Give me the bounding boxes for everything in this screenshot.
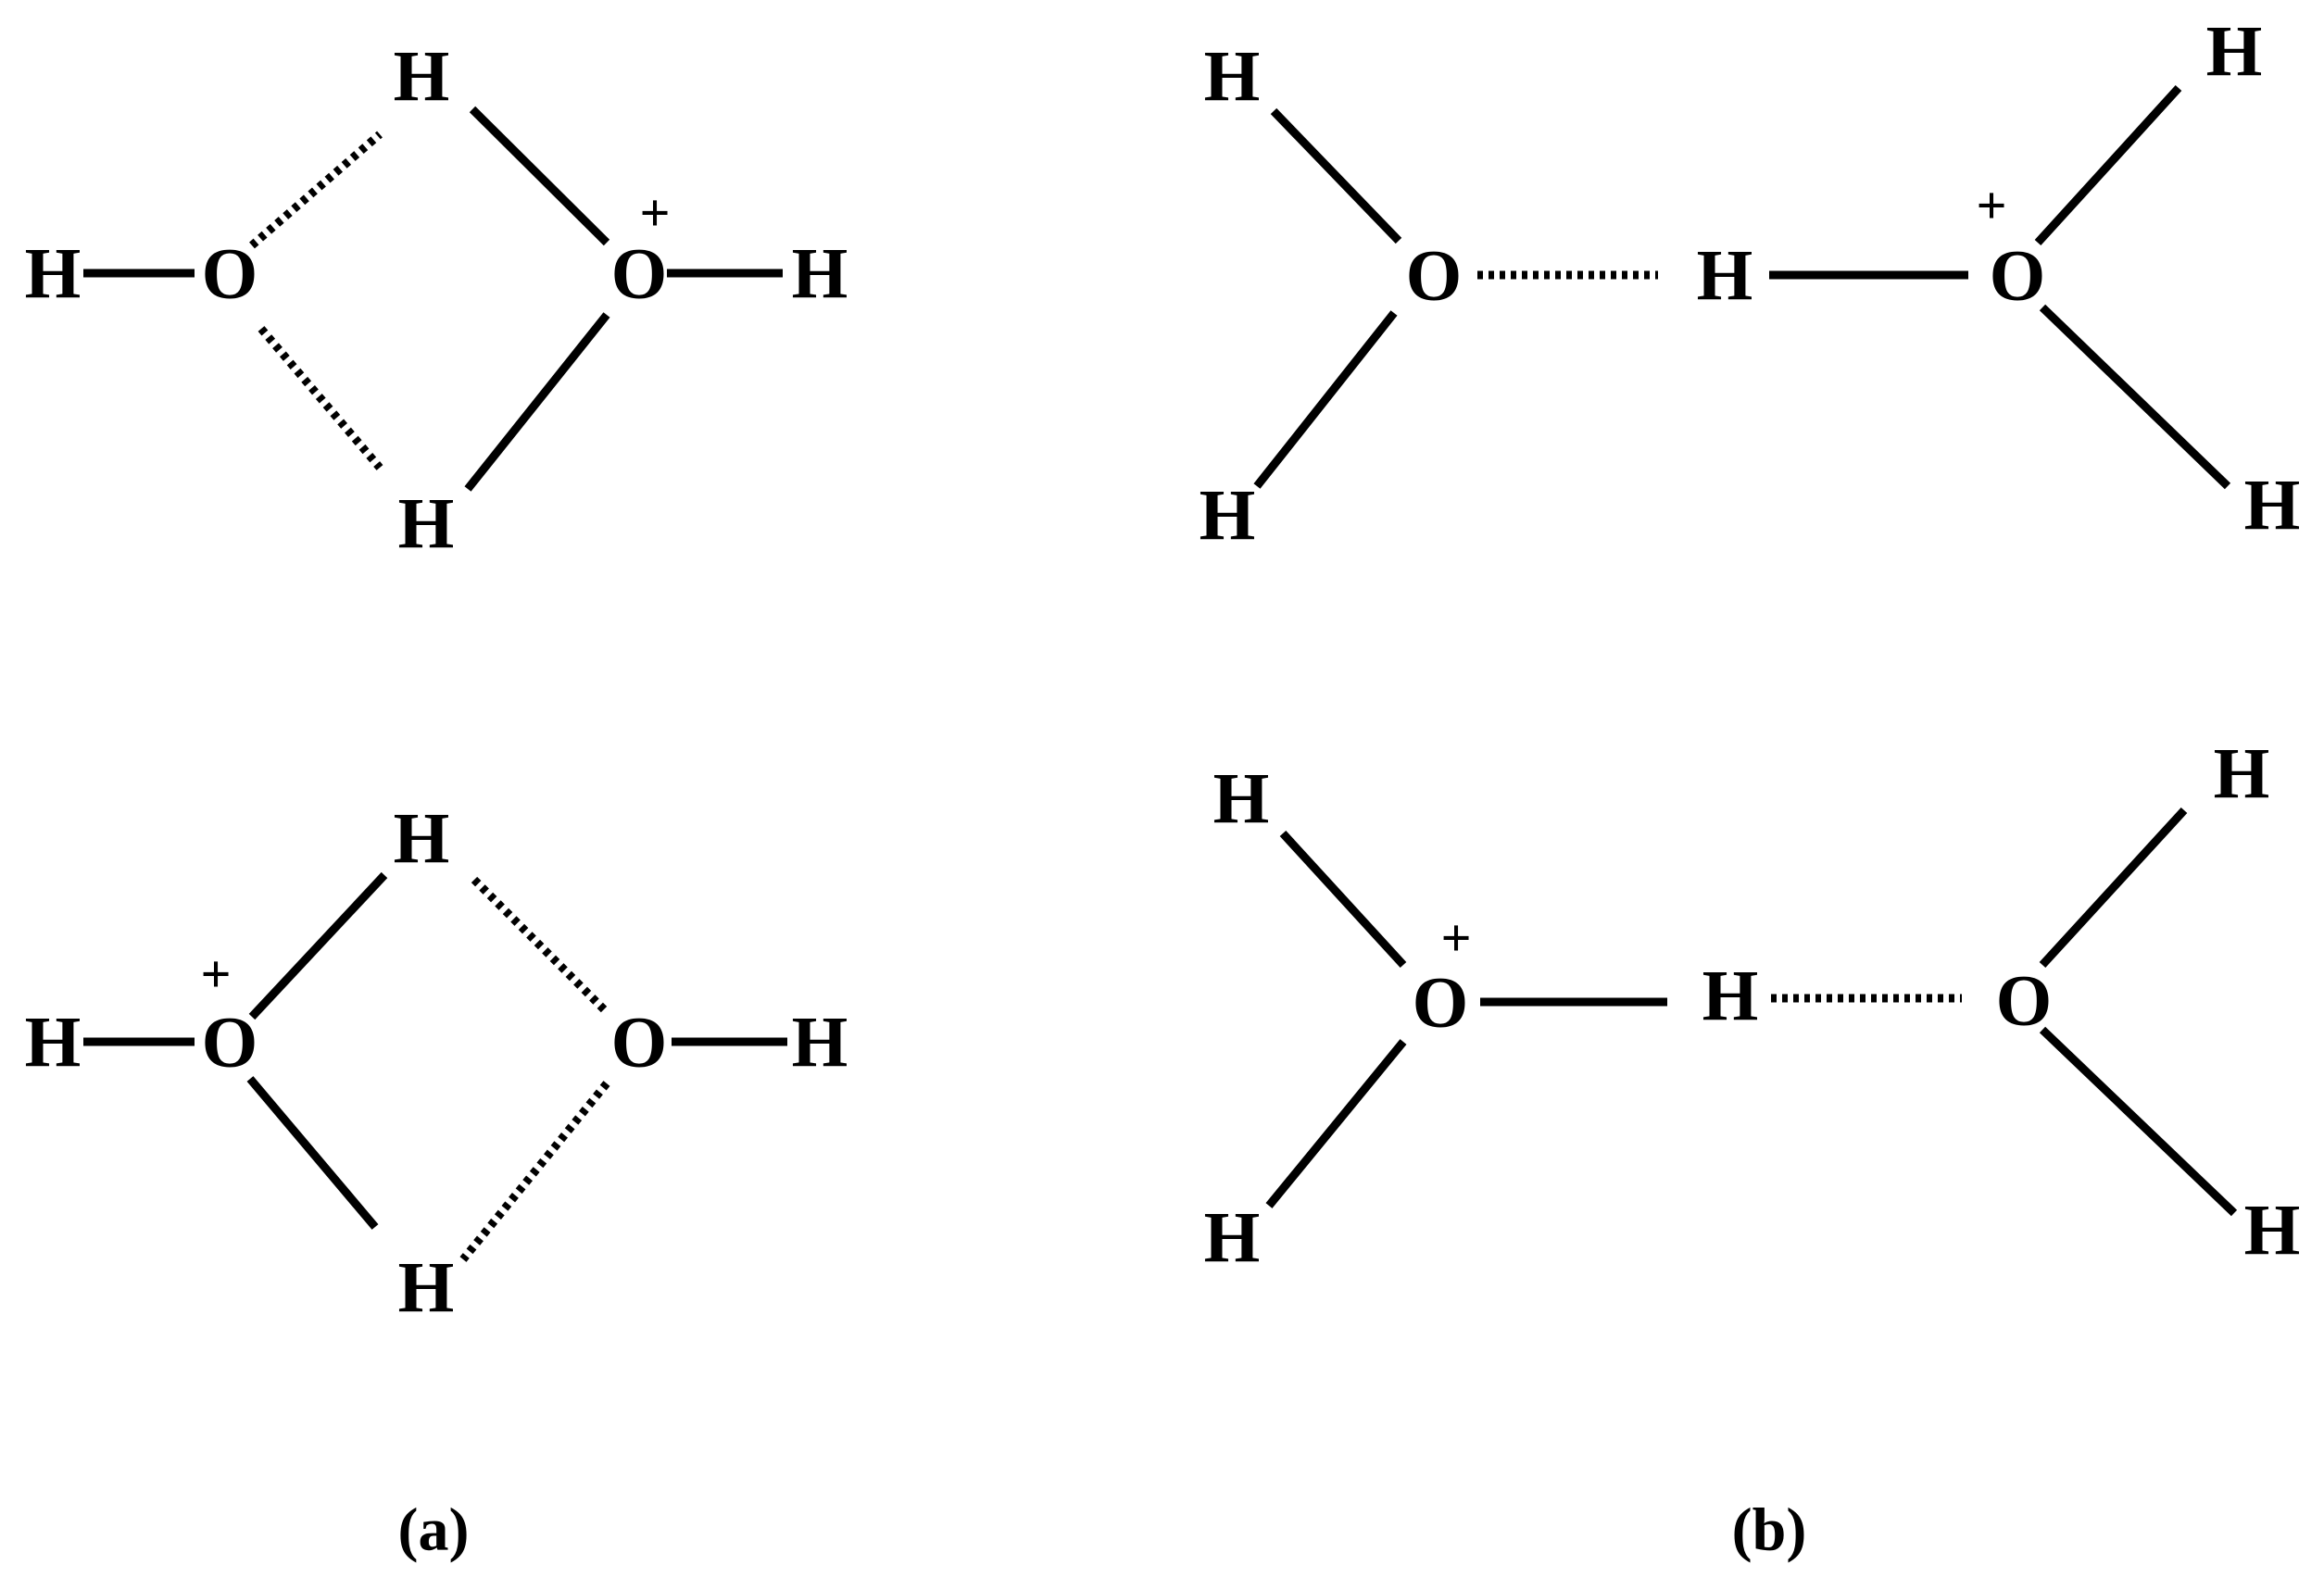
bond-upper-h-o [469, 106, 610, 246]
positive-charge: + [639, 183, 670, 244]
atom-o-neutral: O [1996, 960, 2053, 1041]
hydrogen-bond-lower [459, 1081, 610, 1262]
atom-o-cation: O [202, 1002, 258, 1083]
bond-o-h-lower-right [2039, 1026, 2238, 1217]
bond-o-h-upper [248, 871, 388, 1020]
atom-h-lower-left: H [1204, 1197, 1261, 1278]
hydrogen-bond-upper [471, 876, 610, 1016]
atom-o-neutral: O [1406, 235, 1463, 316]
panel-label-b: (b) [1732, 1496, 1807, 1564]
bond-o-h-upper-right [2034, 84, 2182, 246]
atom-h-right: H [792, 233, 848, 314]
panel-b-bottom-structure: H O + H H O H H [1204, 733, 2301, 1278]
panel-a-top-structure: H O H O + H H [25, 36, 848, 564]
atom-h-lower-left: H [1200, 475, 1256, 556]
atom-o-cation: O [1413, 962, 1469, 1043]
bond-o-h-upper-right [2039, 807, 2188, 969]
bond-h-o-upper-left [1279, 830, 1407, 969]
atom-h-upper-right: H [2214, 733, 2270, 814]
atom-o-cation: O [1990, 235, 2046, 316]
hydrogen-bond-upper [249, 131, 383, 249]
atom-h-right: H [792, 1002, 848, 1083]
atom-h-bridging: H [1697, 235, 1753, 316]
atom-h-lower-right: H [2244, 465, 2301, 545]
atom-h-bridging: H [1702, 956, 1759, 1036]
positive-charge: + [1440, 908, 1471, 969]
atom-h-upper-left: H [1204, 36, 1261, 117]
atom-h-bottom: H [398, 483, 455, 564]
atom-h-left: H [25, 1002, 82, 1083]
positive-charge: + [200, 945, 231, 1005]
panel-label-a: (a) [398, 1496, 470, 1564]
bond-o-h-lower-right [2039, 304, 2231, 490]
bond-o-h-lower [246, 1076, 379, 1230]
positive-charge: + [1976, 176, 2006, 236]
bond-lower-h-o [464, 312, 610, 492]
bond-o-h-lower-left [1265, 1039, 1407, 1208]
atom-h-upper-right: H [2206, 11, 2263, 92]
atom-h-bottom: H [398, 1247, 455, 1328]
atom-h-top: H [394, 798, 450, 879]
atom-h-upper-left: H [1213, 758, 1270, 839]
panel-a-bottom-structure: H O + H O H H [25, 798, 848, 1328]
atom-o-neutral: O [611, 1002, 668, 1083]
atom-h-top: H [394, 36, 450, 117]
bond-o-h-lower-left [1253, 310, 1398, 489]
atom-o-neutral: O [202, 233, 258, 314]
atom-o-cation: O [611, 233, 668, 314]
atom-h-left: H [25, 233, 82, 314]
bond-h-o-upper-left [1270, 107, 1402, 244]
panel-b-top-structure: H O H H O + H H [1200, 11, 2301, 556]
atom-h-lower-right: H [2244, 1190, 2301, 1270]
hydrogen-bond-lower [258, 326, 383, 470]
